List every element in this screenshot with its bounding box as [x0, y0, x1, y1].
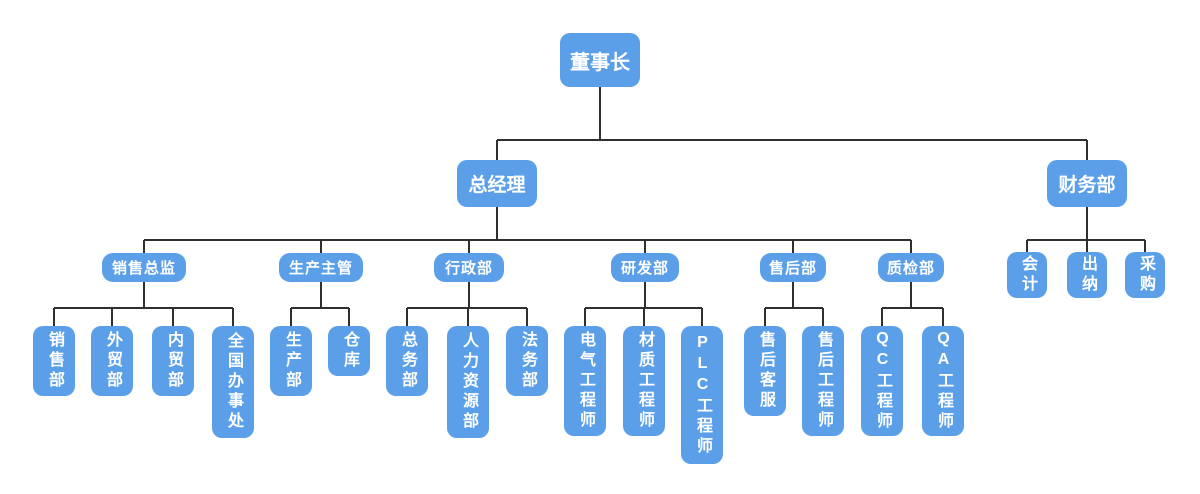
org-node-electrical-engineer: 电气工程师 [564, 326, 606, 436]
org-node-aftersales-engineer: 售后工程师 [802, 326, 844, 436]
org-node-finance-dept: 财务部 [1047, 160, 1127, 207]
org-node-legal-dept: 法务部 [506, 326, 548, 396]
org-node-foreign-trade-dept: 外贸部 [91, 326, 133, 396]
org-node-production-dept: 生产部 [270, 326, 312, 396]
org-node-aftersales-dept: 售后部 [760, 253, 826, 282]
org-node-plc-engineer: PLC工程师 [681, 326, 723, 464]
org-node-chairman: 董事长 [560, 33, 640, 87]
org-node-qc-engineer: QC工程师 [861, 326, 903, 436]
org-node-domestic-trade-dept: 内贸部 [152, 326, 194, 396]
org-node-general-manager: 总经理 [457, 160, 537, 207]
org-node-rd-dept: 研发部 [611, 253, 679, 282]
org-node-aftersales-service: 售后客服 [744, 326, 786, 416]
org-node-procurement: 采购 [1125, 252, 1165, 298]
org-node-production-supervisor: 生产主管 [279, 253, 363, 282]
org-node-general-affairs-dept: 总务部 [386, 326, 428, 396]
org-node-sales-director: 销售总监 [102, 253, 186, 282]
org-node-cashier: 出纳 [1067, 252, 1107, 298]
org-node-quality-dept: 质检部 [878, 253, 944, 282]
org-node-admin-dept: 行政部 [434, 253, 504, 282]
org-node-material-engineer: 材质工程师 [623, 326, 665, 436]
org-node-national-offices: 全国办事处 [212, 326, 254, 438]
org-node-sales-dept: 销售部 [33, 326, 75, 396]
org-node-qa-engineer: QA工程师 [922, 326, 964, 436]
org-node-warehouse: 仓库 [328, 326, 370, 376]
org-node-accounting: 会计 [1007, 252, 1047, 298]
org-node-hr-dept: 人力资源部 [447, 326, 489, 438]
